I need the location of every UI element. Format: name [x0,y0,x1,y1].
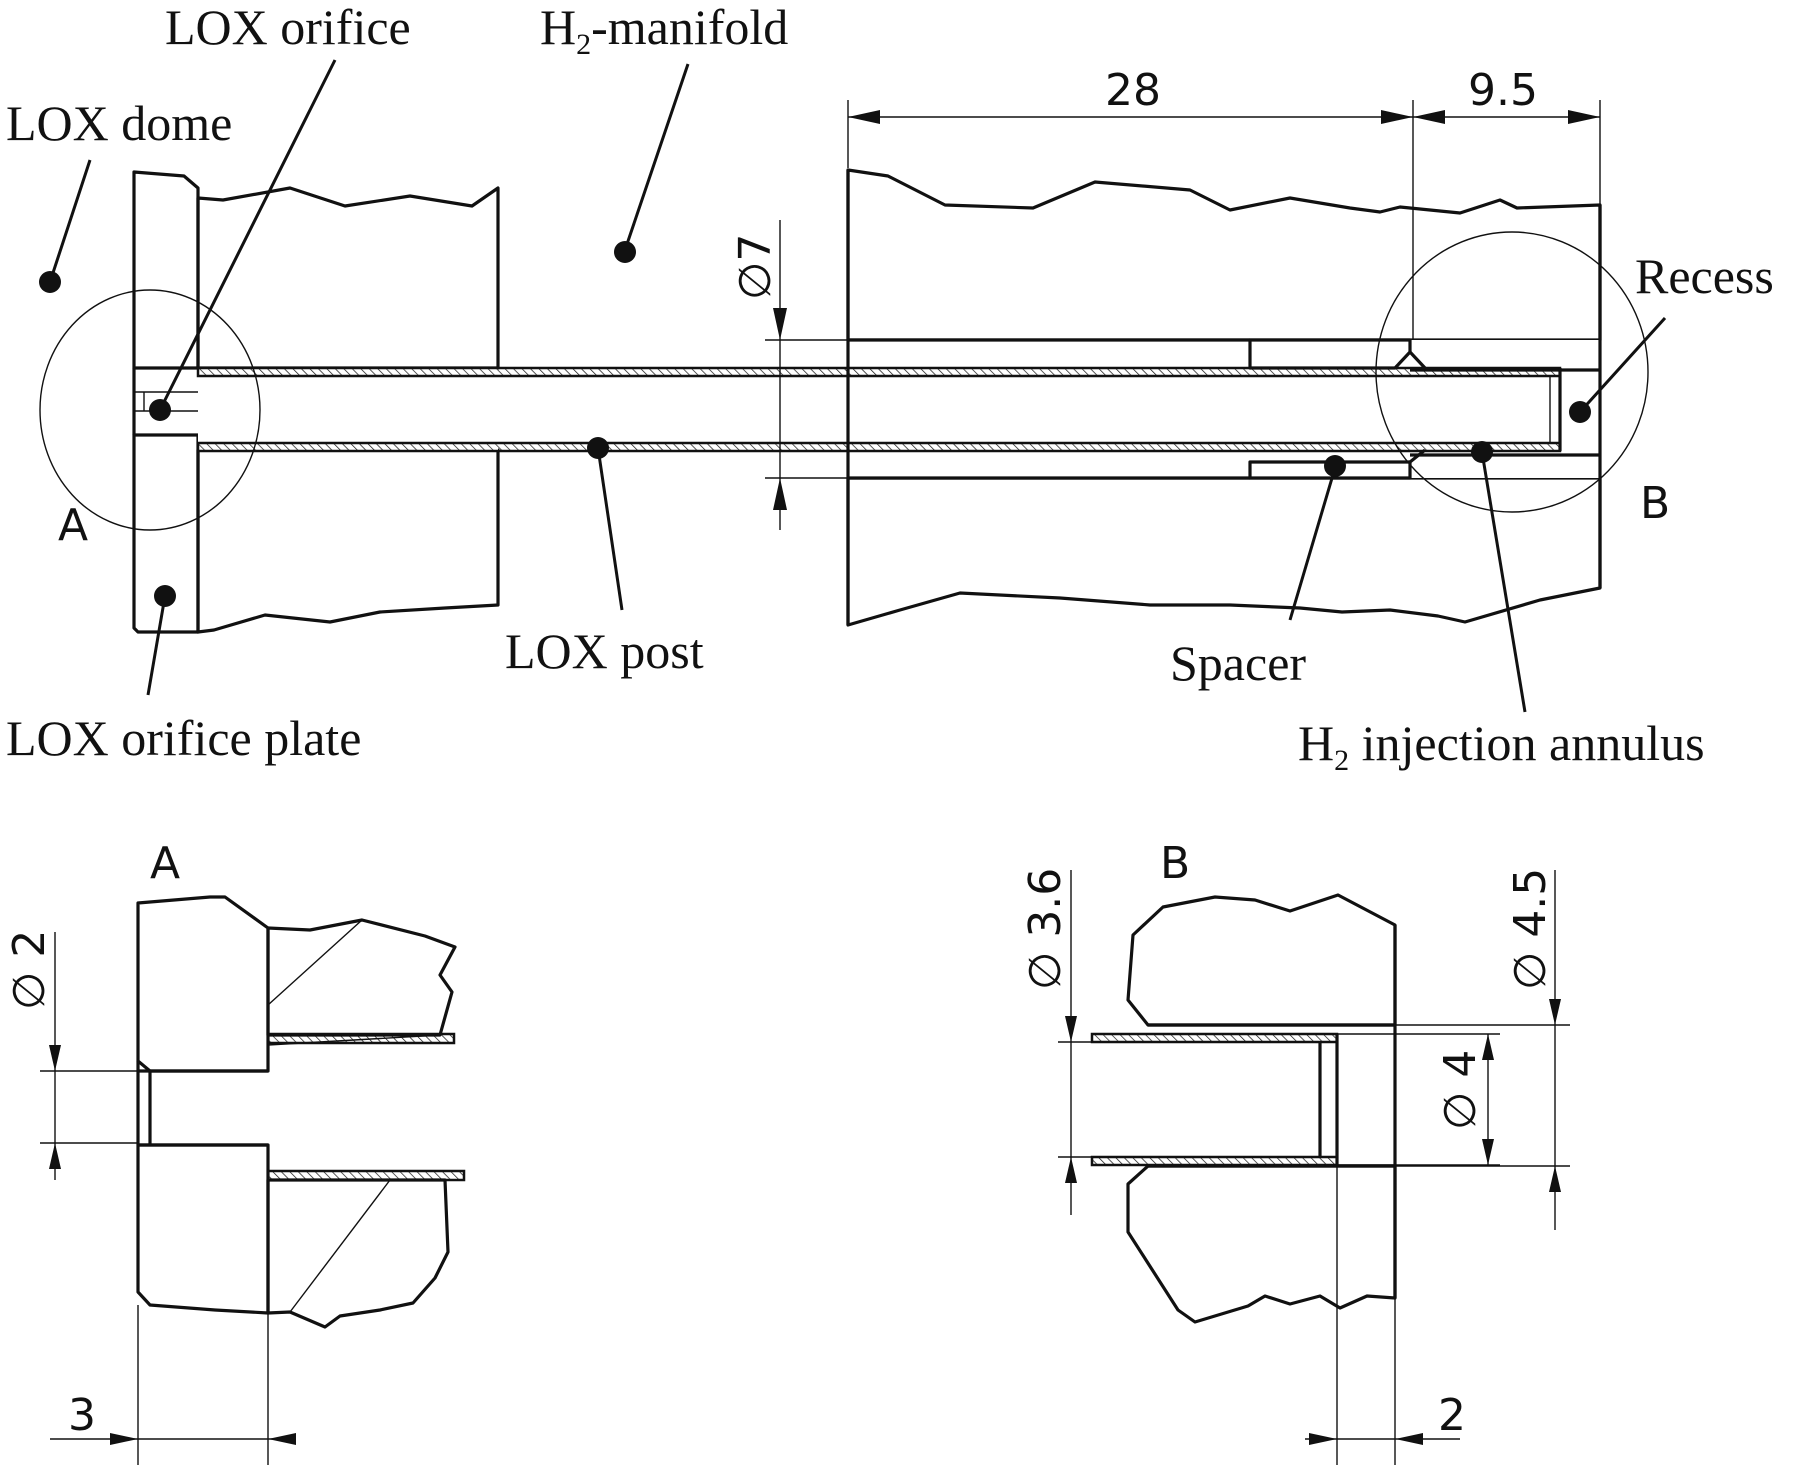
manifold-body-right [846,168,1602,627]
dimension-d4: ∅ 4 [1435,1050,1486,1130]
label-lox-dome: LOX dome [6,95,232,151]
detail-circle-a [39,289,261,531]
dimension-2: 2 [1438,1390,1466,1441]
label-h2-injection-annulus: H2 injection annulus [1298,715,1705,777]
detail-b-title: B [1160,838,1190,889]
label-spacer: Spacer [1170,635,1306,691]
dimension-d7: ∅7 [730,234,781,300]
dimension-9-5: 9.5 [1468,65,1538,116]
dimension-diameter-7: ∅7 [730,220,848,530]
label-h2-manifold: H2-manifold [540,0,788,61]
detail-marker-a: A [58,500,88,551]
label-lox-orifice: LOX orifice [165,0,411,55]
dimension-28: 28 [1105,65,1161,116]
detail-marker-b: B [1640,478,1670,529]
main-section-view: A B 28 9.5 ∅7 LOX orifice H2-manifold [6,0,1774,777]
lox-post [196,366,1562,453]
manifold-body-left [196,186,500,634]
detail-b-view: B ∅ 3.6 ∅ 4 ∅ 4.5 2 [1020,838,1570,1465]
detail-a-view: A ∅ 2 3 [4,838,466,1465]
dimension-3: 3 [68,1390,96,1441]
dimension-length: 28 9.5 [847,65,1601,340]
labels-main: LOX orifice H2-manifold LOX dome Recess … [6,0,1774,777]
label-lox-orifice-plate: LOX orifice plate [6,710,361,766]
dimension-d3-6: ∅ 3.6 [1020,868,1071,990]
detail-circle-b [1375,231,1649,513]
label-recess: Recess [1635,248,1774,304]
dimension-d4-5: ∅ 4.5 [1505,868,1556,990]
dimension-d2: ∅ 2 [4,930,55,1010]
detail-a-title: A [150,838,180,889]
label-lox-post: LOX post [505,623,704,679]
